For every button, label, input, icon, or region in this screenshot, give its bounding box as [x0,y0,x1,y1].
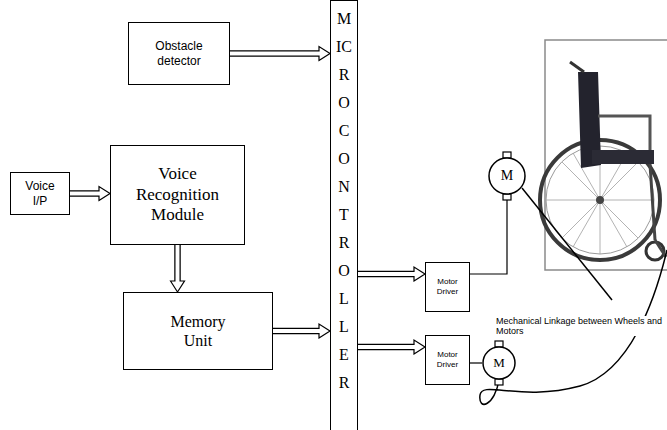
arrow-head [414,267,425,281]
motor-brush [495,379,503,385]
wire [470,363,482,364]
node-text: M [501,168,513,185]
node-text: MICROCONTROLLER [336,5,352,397]
motor-brush [495,341,503,347]
signal-arrow [358,340,425,354]
node-text: Motor Driver [432,350,464,369]
memory-box: Memory Unit [123,292,273,370]
arrow-inner [358,345,416,349]
controller-box: MICROCONTROLLER [330,0,358,430]
signal-arrow [230,47,330,61]
arrow-inner [176,245,180,283]
node-text: Voice I/P [18,179,62,208]
linkage-curve [480,250,667,404]
wire-line [470,195,507,274]
sensor-box: Obstacle detector [128,22,230,85]
arrow-inner [70,192,101,196]
process-box: Voice Recognition Module [110,145,245,245]
motor-brush [503,194,511,200]
wire [470,195,507,274]
spoke [562,162,638,238]
spoke [562,162,638,238]
node-text: Voice Recognition Module [125,164,230,225]
node-text: M [493,355,505,371]
arrow-head [414,340,425,354]
footrest [655,240,666,257]
arrow-inner [358,272,416,276]
driver-box: Motor Driver [425,262,470,312]
node-text: Motor Driver [432,277,464,296]
motor-symbol: M [488,157,526,195]
wheel-hub [596,196,604,204]
arrow-head [99,187,110,201]
motor-symbol: M [482,346,516,380]
armrest [598,116,650,150]
seat [592,150,654,164]
front-leg [650,164,655,240]
linkage-line [522,188,612,300]
driver-box: Motor Driver [425,335,470,385]
motor-circle [483,347,515,379]
linkage-label: Mechanical Linkage between Wheels and Mo… [496,316,664,336]
arrow-inner [273,329,321,333]
arrow-head [171,281,185,292]
signal-arrow [358,267,425,281]
arrow-inner [230,52,321,56]
input-box: Voice I/P [10,172,70,215]
arrow-head [319,47,330,61]
node-text: Memory Unit [163,312,233,350]
signal-arrow [171,245,185,292]
signal-arrow [273,324,330,338]
motor-brush [503,152,511,158]
rear-wheel [540,140,660,260]
node-text: Obstacle detector [148,39,210,68]
arrow-head [319,324,330,338]
wire-line [470,362,482,363]
push-handle [570,62,584,72]
signal-arrow [70,187,110,201]
motor-circle [489,158,525,194]
